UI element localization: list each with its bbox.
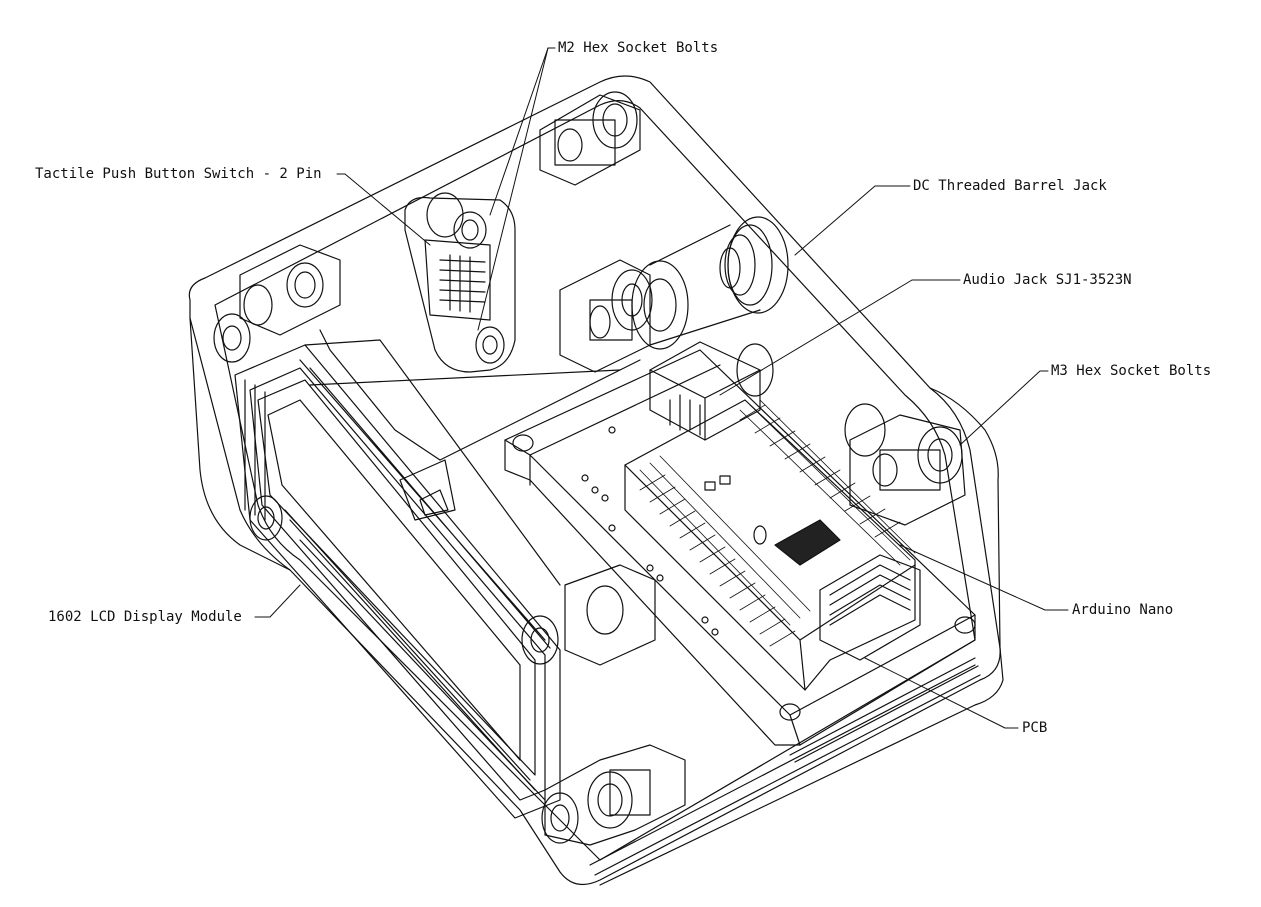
tactile-switch-assembly (404, 192, 516, 373)
leader-pcb (864, 657, 1019, 729)
label-m2-hex-socket-bolts: M2 Hex Socket Bolts (558, 40, 719, 56)
enclosure-shell (188, 75, 1004, 886)
lcd-module (234, 329, 561, 819)
arduino-nano (624, 399, 921, 691)
label-m3-hex-socket-bolts: M3 Hex Socket Bolts (1051, 363, 1212, 379)
pcb (504, 349, 976, 746)
label-1602-lcd-display-module: 1602 LCD Display Module (48, 609, 242, 625)
label-dc-threaded-barrel-jack: DC Threaded Barrel Jack (913, 178, 1107, 194)
leader-dc-jack (794, 185, 911, 256)
leader-tactile-switch (336, 173, 431, 246)
leader-arduino (899, 544, 1069, 611)
callout-leaders (254, 47, 1069, 729)
label-arduino-nano: Arduino Nano (1072, 602, 1174, 618)
label-pcb: PCB (1022, 720, 1048, 736)
label-tactile-push-button-switch: Tactile Push Button Switch - 2 Pin (35, 166, 322, 182)
leader-m3-bolts (959, 370, 1049, 446)
label-audio-jack: Audio Jack SJ1-3523N (963, 272, 1132, 288)
corner-bosses (213, 91, 966, 846)
leader-m2-bolts-2 (477, 47, 549, 331)
audio-jack (649, 341, 774, 441)
leader-lcd (254, 584, 301, 618)
leader-audio-jack (719, 279, 961, 396)
dc-barrel-jack (631, 216, 789, 350)
